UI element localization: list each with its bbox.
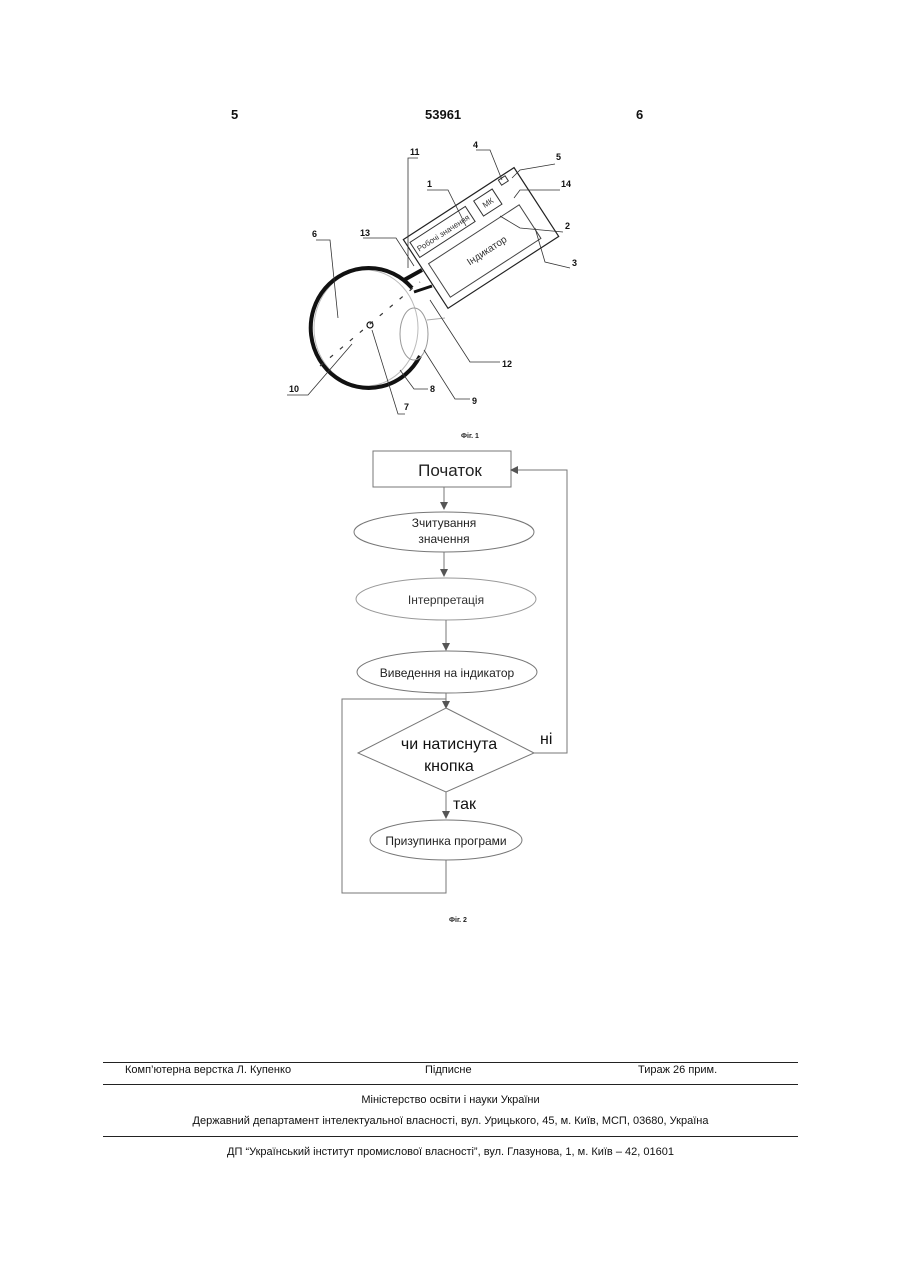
layout-credit: Комп’ютерна верстка Л. Купенко [125,1064,291,1076]
interpretation-label: Інтерпретація [408,593,484,607]
footer-rule-top [103,1062,798,1063]
footer-rule-middle [103,1084,798,1085]
print-run: Тираж 26 прим. [638,1064,717,1076]
callout-9: 9 [472,396,477,406]
read-value-line1: Зчитування [412,516,477,530]
read-value-line2: значення [418,532,469,546]
callout-7: 7 [404,402,409,412]
start-label: Початок [418,461,482,480]
figure-1-device-drawing: Робочі значення МК Індикатор 11 [287,140,577,440]
yes-label: так [453,796,477,813]
decision-line2: кнопка [424,758,474,775]
callout-14: 14 [561,179,571,189]
callout-8: 8 [430,384,435,394]
callout-6: 6 [312,229,317,239]
footer-rule-bottom [103,1136,798,1137]
ministry: Міністерство освіти і науки України [103,1094,798,1106]
decision-line1: чи натиснута [401,736,497,753]
callout-5: 5 [556,152,561,162]
callout-13: 13 [360,228,370,238]
lens-9 [400,308,428,360]
callout-10: 10 [289,384,299,394]
figure-1-caption: Фіг. 1 [461,432,479,440]
callout-4: 4 [473,140,478,150]
callout-12: 12 [502,359,512,369]
figure-2-caption: Фіг. 2 [449,916,467,924]
pause-label: Призупинка програми [385,834,506,848]
output-label: Виведення на індикатор [380,666,515,680]
callout-1: 1 [427,179,432,189]
callout-2: 2 [565,221,570,231]
clamp-ring [311,268,420,388]
callout-11: 11 [410,147,420,157]
callout-3: 3 [572,258,577,268]
no-label: ні [540,731,552,748]
inner-sphere [314,270,418,386]
department: Державний департамент інтелектуальної вл… [103,1115,798,1127]
signed-label: Підписне [425,1064,472,1076]
institute: ДП “Український інститут промислової вла… [103,1146,798,1158]
figure-2-flowchart: Початок Зчитування значення Інтерпретаці… [342,451,567,924]
